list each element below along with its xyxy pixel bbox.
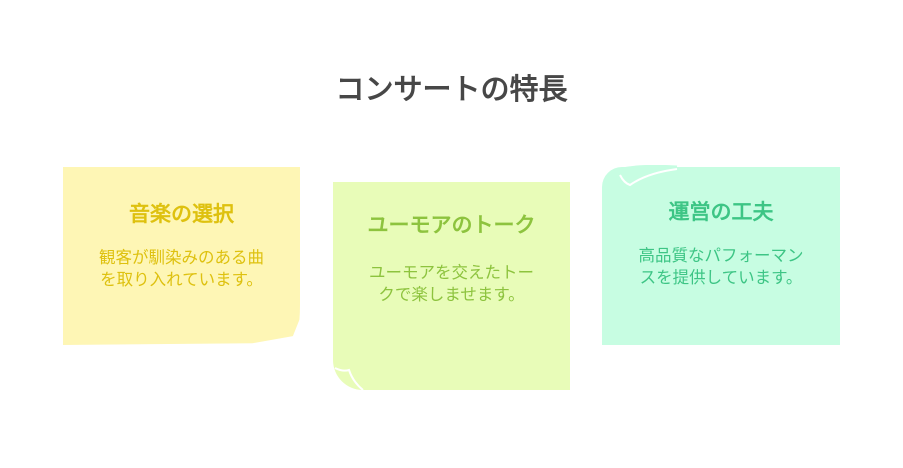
card-humor-talk: ユーモアのトーク ユーモアを交えたトークで楽しませます。 xyxy=(333,182,570,390)
card-body: 高品質なパフォーマンスを提供しています。 xyxy=(638,246,804,287)
card-heading: 音楽の選択 xyxy=(129,202,234,226)
diagram-title: コンサートの特長 xyxy=(335,72,568,106)
card-operations: 運営の工夫 高品質なパフォーマンスを提供しています。 xyxy=(602,167,840,345)
card-music-selection: 音楽の選択 観客が馴染みのある曲を取り入れています。 xyxy=(63,167,300,345)
card-heading: ユーモアのトーク xyxy=(367,213,536,237)
card-heading: 運営の工夫 xyxy=(668,200,774,224)
card-body: ユーモアを交えたトークで楽しませます。 xyxy=(369,263,534,304)
card-body: 観客が馴染みのある曲を取り入れています。 xyxy=(99,248,264,289)
